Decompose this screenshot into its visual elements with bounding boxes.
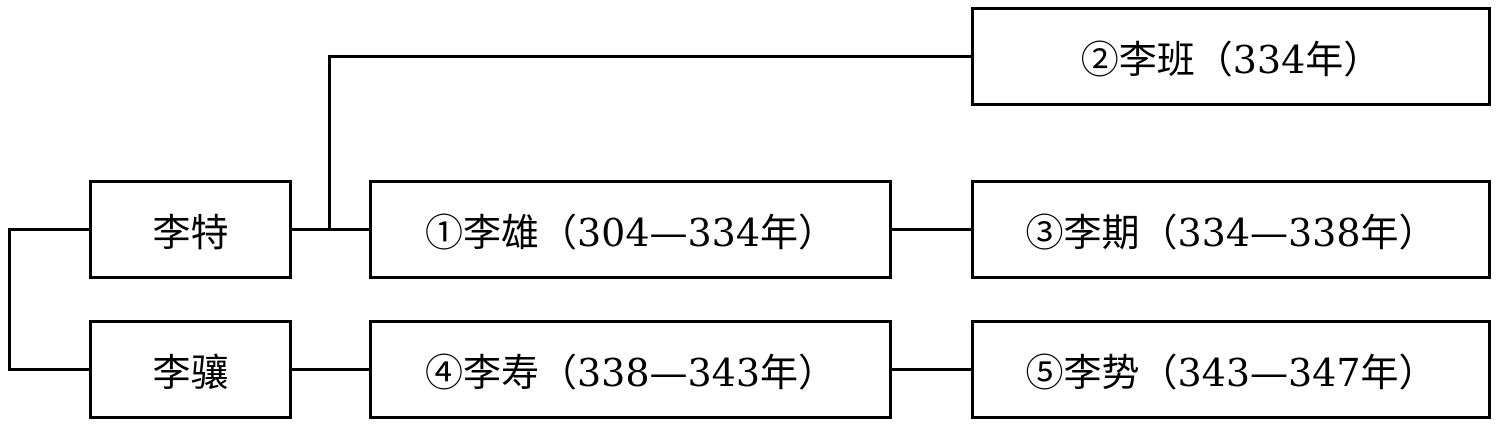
node-li-shi: ⑤李势（343—347年） bbox=[971, 320, 1491, 419]
connector-li-xiong-to-li-qi bbox=[890, 228, 973, 231]
node-li-shou: ④李寿（338—343年） bbox=[369, 320, 892, 419]
node-li-xiang: 李骧 bbox=[89, 320, 292, 419]
connector-li-ban-horizontal bbox=[328, 55, 973, 58]
node-li-xiong: ①李雄（304—334年） bbox=[369, 180, 892, 279]
node-li-te: 李特 bbox=[89, 180, 292, 279]
connector-li-shou-to-li-shi bbox=[890, 368, 973, 371]
connector-li-xiang-to-li-shou bbox=[290, 368, 371, 371]
node-li-ban: ②李班（334年） bbox=[971, 7, 1491, 106]
connector-li-te-to-li-xiang-top bbox=[8, 228, 91, 231]
node-li-qi: ③李期（334—338年） bbox=[971, 180, 1491, 279]
connector-li-te-to-li-xiang-vertical bbox=[8, 228, 11, 371]
connector-li-te-to-li-xiang-bottom bbox=[8, 368, 91, 371]
connector-li-ban-vertical bbox=[328, 55, 331, 231]
